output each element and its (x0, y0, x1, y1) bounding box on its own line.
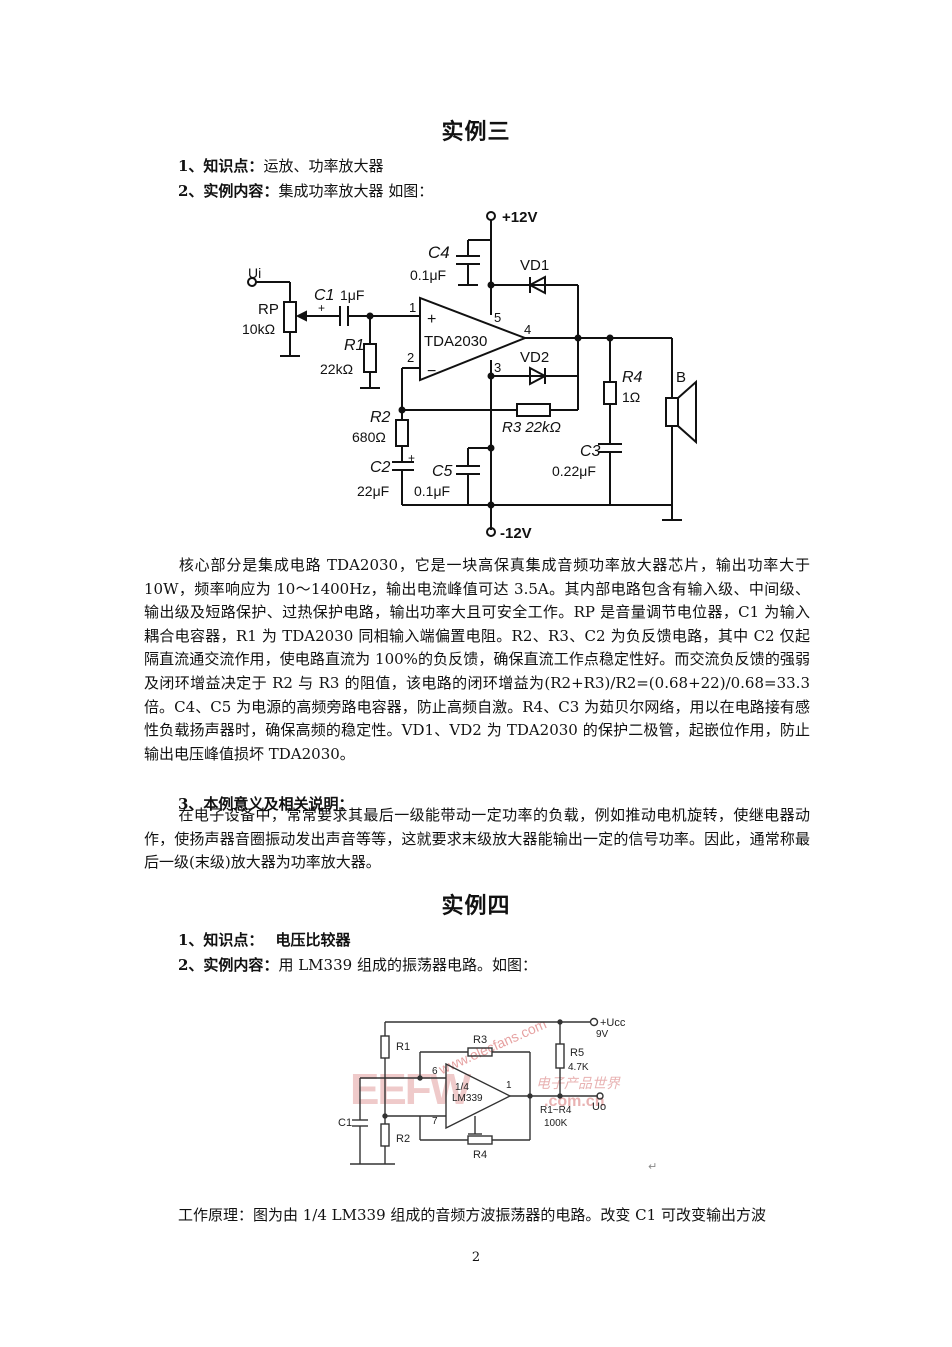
r5-value: 4.7K (568, 1062, 589, 1073)
section3-title: 实例三 (441, 119, 511, 145)
r2-label-2: R2 (396, 1133, 410, 1145)
content-label: 2、实例内容： (178, 182, 279, 200)
c2-label: C2 (370, 459, 391, 476)
c4-value: 0.1μF (410, 267, 446, 283)
watermark-logo: EEFW (350, 1065, 472, 1114)
speaker-label: B (676, 369, 686, 386)
r3-label-2: R3 (473, 1034, 487, 1046)
pin1-label: 1 (409, 300, 416, 315)
vminus-label: -12V (500, 525, 532, 542)
resistor-range-value: 100K (544, 1118, 568, 1129)
tda2030-circuit-diagram: +12V C4 0.1μF VD1 TDA2030 + − 5 4 3 1 2 (242, 209, 697, 542)
section4-title: 实例四 (441, 893, 511, 919)
section3-para1-text: 核心部分是集成电路 TDA2030，它是一块高保真集成音频功率放大器芯片，输出功… (144, 556, 810, 763)
resistor-range: R1~R4 (540, 1105, 572, 1116)
c1-value: 1μF (340, 287, 364, 303)
pin3-label: 3 (494, 360, 501, 375)
section3-paragraph-1: 核心部分是集成电路 TDA2030，它是一块高保真集成音频功率放大器芯片，输出功… (144, 554, 810, 766)
r5-label: R5 (570, 1047, 584, 1059)
section3-subheading-3: 3、本例意义及相关说明： (178, 795, 354, 813)
c2-value: 22μF (357, 483, 389, 499)
ui-label: Ui (248, 265, 261, 281)
vd1-label: VD1 (520, 257, 549, 274)
c5-value: 0.1μF (414, 483, 450, 499)
section3-paragraph-2: 在电子设备中，常常要求其最后一级能带动一定功率的负载，例如推动电机旋转，使继电器… (144, 804, 810, 875)
c3-value: 0.22μF (552, 463, 596, 479)
content4-label: 2、实例内容： (178, 956, 279, 974)
c5-label: C5 (432, 463, 453, 480)
r2-value: 680Ω (352, 429, 386, 445)
c2-plus: + (408, 451, 415, 465)
section3-para2-text: 在电子设备中，常常要求其最后一级能带动一定功率的负载，例如推动电机旋转，使继电器… (144, 806, 810, 872)
vplus-label: +12V (502, 209, 537, 226)
return-mark: ↵ (648, 1161, 657, 1173)
section4-content: 2、实例内容：用 LM339 组成的振荡器电路。如图： (178, 955, 537, 975)
chip-frac: 1/4 (455, 1082, 469, 1093)
section4-para1-text: 工作原理：图为由 1/4 LM339 组成的音频方波振荡器的电路。改变 C1 可… (178, 1206, 766, 1224)
pin5-label: 5 (494, 310, 501, 325)
content4-text: 用 LM339 组成的振荡器电路。如图： (278, 956, 537, 974)
c1-label-2: C1 (338, 1117, 352, 1129)
kp-text: 运放、功率放大器 (263, 157, 384, 175)
r3-label: R3 22kΩ (502, 419, 561, 436)
section3-knowledge-point: 1、知识点：运放、功率放大器 (178, 156, 383, 176)
c1-label: C1 (314, 287, 334, 304)
section4-paragraph-1: 工作原理：图为由 1/4 LM339 组成的音频方波振荡器的电路。改变 C1 可… (144, 1204, 810, 1228)
ucc-label: +Ucc (600, 1017, 626, 1029)
kp4-label: 1、知识点： (178, 931, 264, 949)
content-text: 集成功率放大器 如图： (278, 182, 434, 200)
pin7-label-2: 7 (432, 1116, 438, 1127)
kp-label: 1、知识点： (178, 157, 264, 175)
kp4-text: 电压比较器 (275, 931, 351, 949)
section3-content: 2、实例内容：集成功率放大器 如图： (178, 181, 433, 201)
watermark-cn: 电子产品世界 (536, 1075, 621, 1091)
c3-label: C3 (580, 443, 601, 460)
r4-label: R4 (622, 369, 643, 386)
rp-label: RP (258, 301, 279, 318)
pin1-label-2: 1 (506, 1080, 512, 1091)
c4-label: C4 (428, 243, 450, 262)
chip-label: TDA2030 (424, 333, 487, 350)
r4-label-2: R4 (473, 1149, 487, 1161)
r4-value: 1Ω (622, 389, 640, 405)
page-number: 2 (471, 1250, 481, 1265)
minus-sign: − (427, 363, 436, 380)
plus-sign: + (427, 311, 436, 328)
c1-plus: + (318, 301, 325, 315)
pin4-label: 4 (524, 322, 531, 337)
rp-value: 10kΩ (242, 321, 275, 337)
r1-label: R1 (344, 337, 364, 354)
pin6-label-2: 6 (432, 1066, 438, 1077)
v9-label: 9V (596, 1029, 609, 1040)
chip-name: LM339 (452, 1093, 483, 1104)
r2-label: R2 (370, 409, 391, 426)
r1-label-2: R1 (396, 1041, 410, 1053)
uo-label: Uo (592, 1101, 606, 1113)
r1-value: 22kΩ (320, 361, 353, 377)
vd2-label: VD2 (520, 349, 549, 366)
section4-knowledge-point: 1、知识点： 电压比较器 (178, 930, 350, 950)
lm339-oscillator-diagram: www.elecfans.com EEFW 电子产品世界 .com.cn +Uc… (338, 1016, 657, 1173)
pin2-label: 2 (407, 350, 414, 365)
